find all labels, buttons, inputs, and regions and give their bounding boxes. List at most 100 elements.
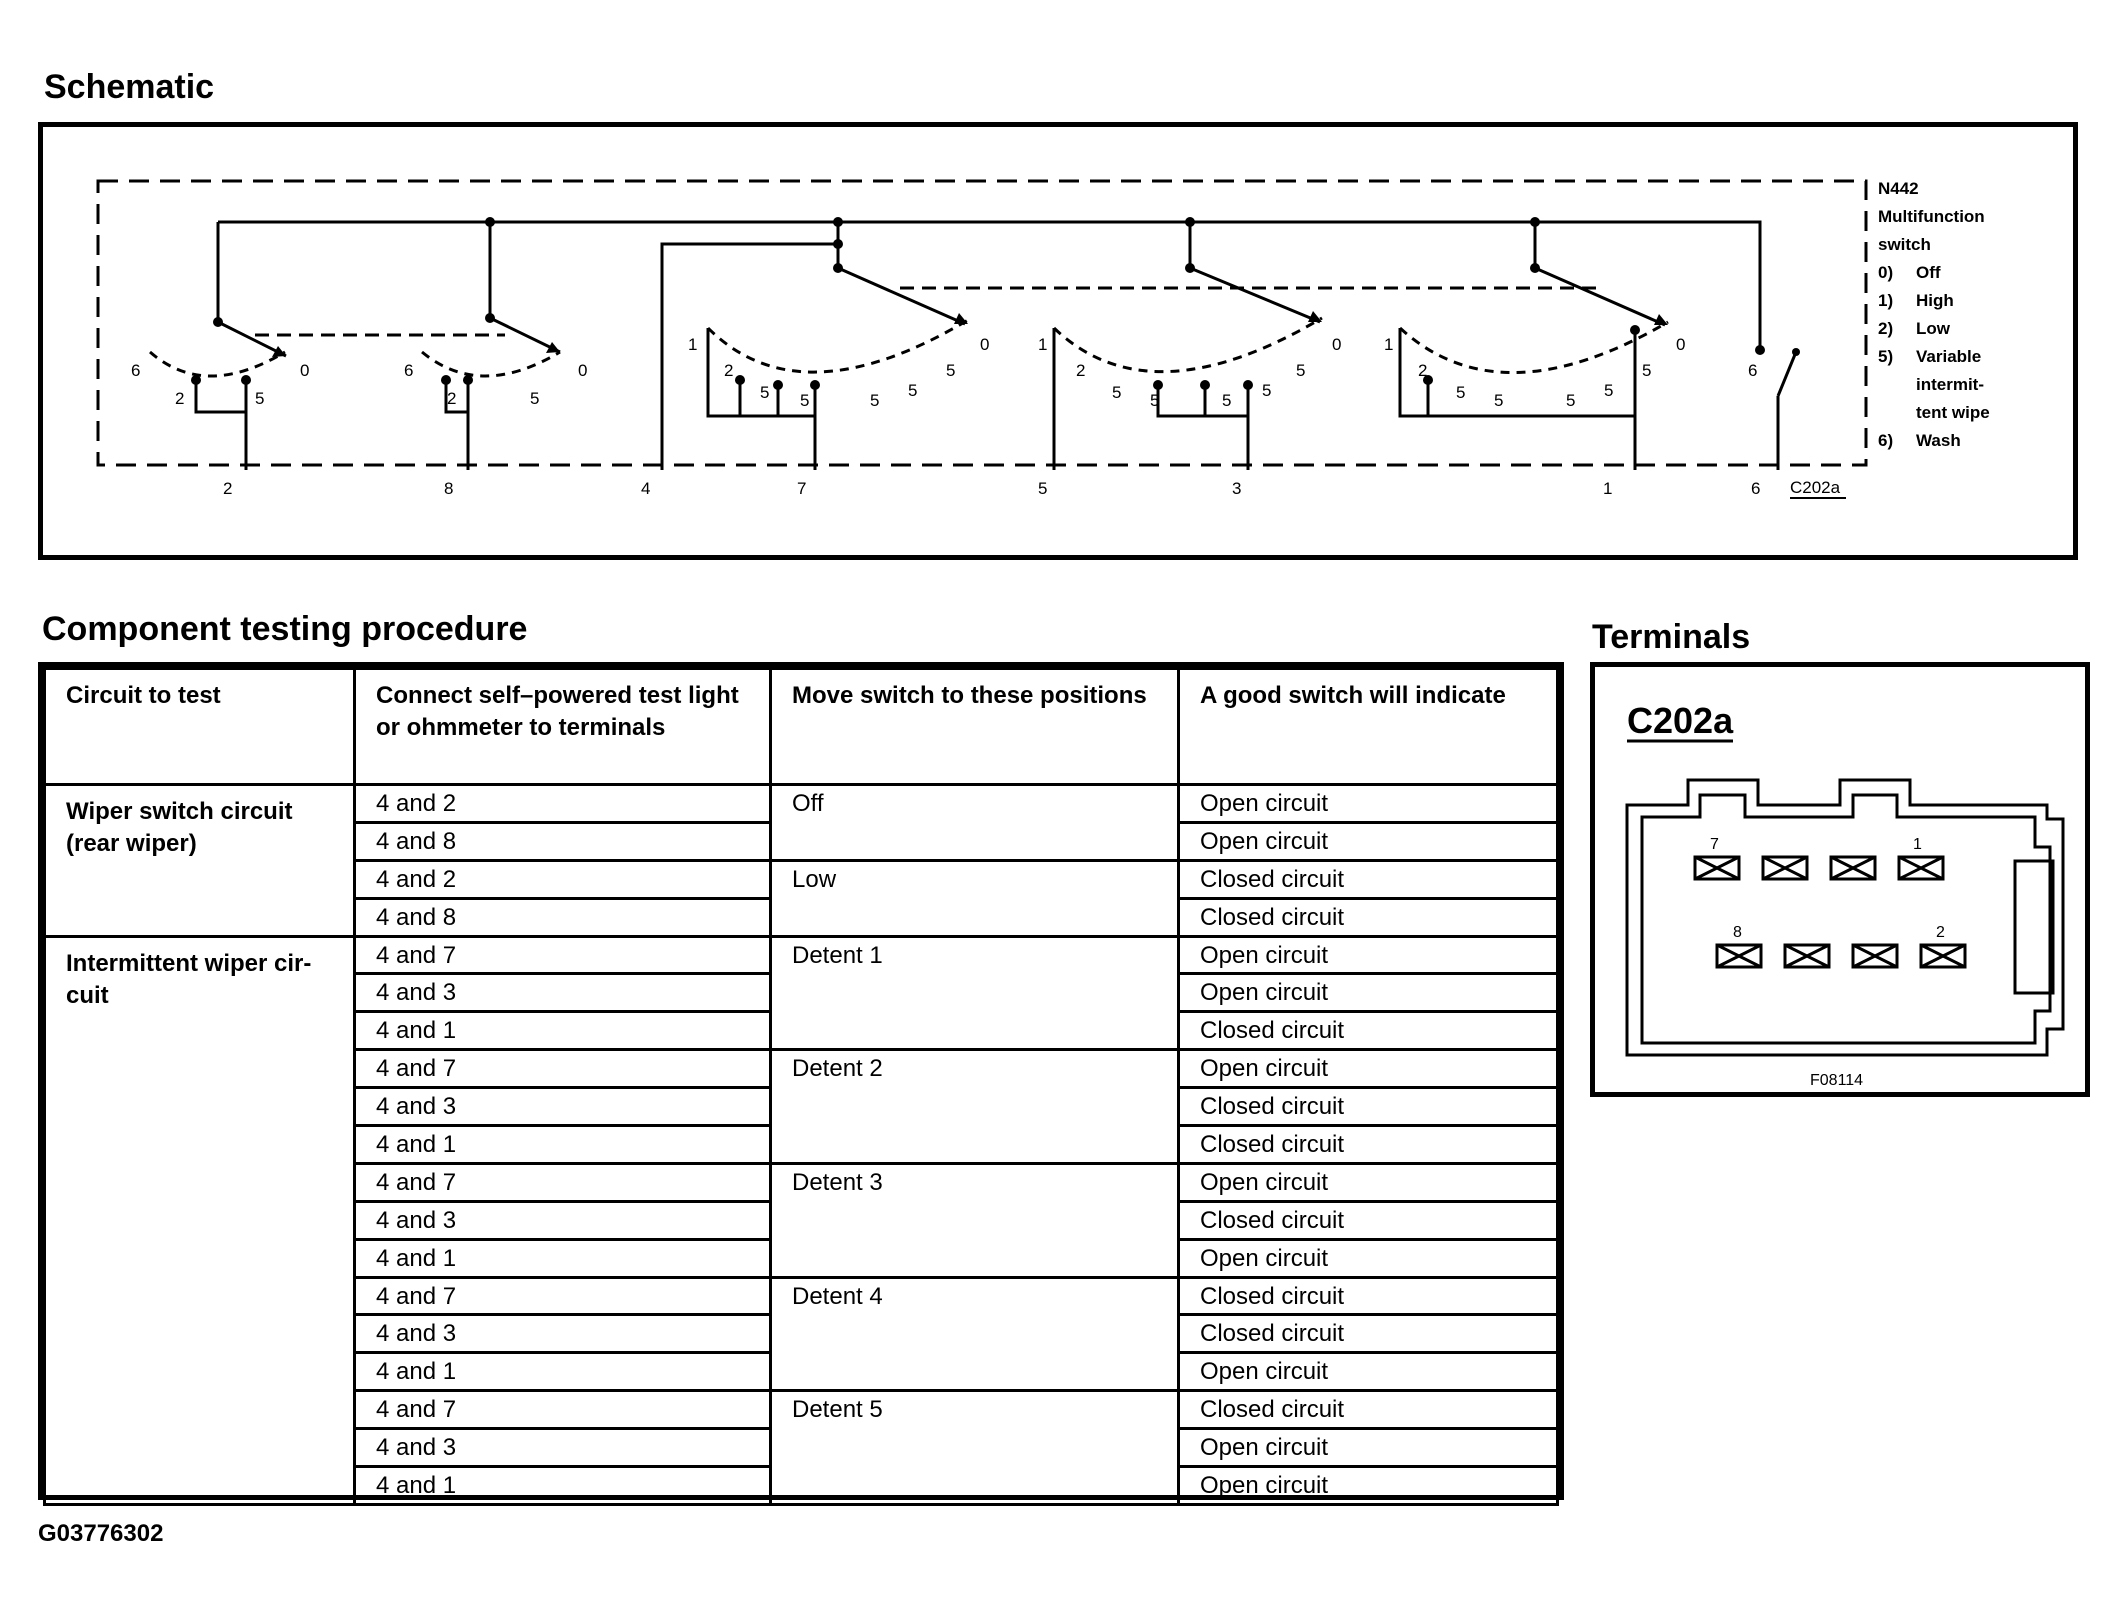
legend-num: 1) <box>1878 291 1893 310</box>
component-boundary <box>96 179 1868 467</box>
svg-text:6: 6 <box>131 361 140 380</box>
legend-num: 5) <box>1878 347 1893 366</box>
legend-text: High <box>1916 291 1954 310</box>
header-positions: Move switch to these positions <box>769 667 1180 786</box>
svg-text:5: 5 <box>1150 391 1159 410</box>
pin-label: 6 <box>1751 479 1760 498</box>
pin-label: 2 <box>223 479 232 498</box>
svg-text:5: 5 <box>1642 361 1651 380</box>
testing-heading: Component testing procedure <box>42 610 528 648</box>
common-bus <box>218 220 1762 350</box>
figure-code: G03776302 <box>38 1520 164 1547</box>
svg-text:2: 2 <box>175 389 184 408</box>
svg-text:5: 5 <box>1494 391 1503 410</box>
terminals-cell: 4 and 3 <box>353 1199 772 1241</box>
result-cell: Open circuit <box>1177 1465 1559 1506</box>
svg-text:1: 1 <box>1038 335 1047 354</box>
pin-4-feed <box>660 242 838 470</box>
terminals-cell: 4 and 2 <box>353 858 772 900</box>
terminals-cell: 4 and 2 <box>353 783 772 824</box>
position-cell: Detent 1 <box>769 934 1180 1052</box>
connector-figure-code: F08114 <box>1810 1072 1863 1089</box>
table-row: 4 and 8 Closed circuit <box>45 896 1559 938</box>
circuit-cell: Wiper switch circuit (rear wiper) <box>43 783 356 938</box>
circuit-cell: Intermittent wiper cir- cuit <box>43 934 356 1506</box>
legend-text: intermit- <box>1916 375 1984 394</box>
result-cell: Closed circuit <box>1177 1086 1559 1128</box>
pin-2-label: 2 <box>1936 924 1945 941</box>
svg-text:0: 0 <box>578 361 587 380</box>
schematic-heading: Schematic <box>44 68 215 106</box>
testing-table: Circuit to test Connect self–powered tes… <box>43 667 1559 1506</box>
result-cell: Closed circuit <box>1177 896 1559 938</box>
pin-label: 5 <box>1038 479 1047 498</box>
svg-text:0: 0 <box>980 335 989 354</box>
svg-text:0: 0 <box>1332 335 1341 354</box>
svg-text:5: 5 <box>530 389 539 408</box>
svg-text:5: 5 <box>1222 391 1231 410</box>
svg-text:5: 5 <box>800 391 809 410</box>
terminals-cell: 4 and 3 <box>353 972 772 1014</box>
result-cell: Closed circuit <box>1177 1275 1559 1317</box>
position-cell: Detent 5 <box>769 1389 1180 1506</box>
result-cell: Open circuit <box>1177 820 1559 862</box>
terminals-cell: 4 and 7 <box>353 1389 772 1431</box>
terminals-cell: 4 and 7 <box>353 934 772 976</box>
svg-text:5: 5 <box>1112 383 1121 402</box>
pin-label: 8 <box>444 479 453 498</box>
svg-text:2: 2 <box>1418 361 1427 380</box>
pin-7-label: 7 <box>1710 836 1719 853</box>
svg-text:6: 6 <box>1748 361 1757 380</box>
testing-table-wrap: Circuit to test Connect self–powered tes… <box>38 662 1564 1506</box>
header-terminals: Connect self–powered test light or ohmme… <box>353 667 772 786</box>
result-cell: Open circuit <box>1177 1048 1559 1090</box>
terminals-cell: 4 and 3 <box>353 1086 772 1128</box>
svg-text:5: 5 <box>946 361 955 380</box>
svg-text:1: 1 <box>1384 335 1393 354</box>
header-result: A good switch will indicate <box>1177 667 1559 786</box>
table-row: 4 and 1 Open circuit <box>45 1465 1559 1506</box>
svg-text:6: 6 <box>404 361 413 380</box>
svg-text:5: 5 <box>760 383 769 402</box>
svg-text:5: 5 <box>1604 381 1613 400</box>
pin-label: 1 <box>1603 479 1612 498</box>
legend-num: 2) <box>1878 319 1893 338</box>
pin-label: 7 <box>797 479 806 498</box>
svg-text:0: 0 <box>1676 335 1685 354</box>
terminals-cell: 4 and 1 <box>353 1465 772 1506</box>
result-cell: Open circuit <box>1177 783 1559 824</box>
legend-text: Off <box>1916 263 1941 282</box>
legend-text: tent wipe <box>1916 403 1990 422</box>
terminals-cell: 4 and 1 <box>353 1351 772 1393</box>
connector-diagram: C202a 7 1 8 2 F08114 <box>1625 700 2065 1089</box>
result-cell: Closed circuit <box>1177 1199 1559 1241</box>
svg-text:2: 2 <box>447 389 456 408</box>
legend-num: 6) <box>1878 431 1893 450</box>
svg-text:5: 5 <box>255 389 264 408</box>
terminals-cell: 4 and 7 <box>353 1161 772 1203</box>
terminals-cell: 4 and 8 <box>353 896 772 938</box>
pin-8-label: 8 <box>1733 924 1742 941</box>
terminals-cell: 4 and 3 <box>353 1313 772 1355</box>
svg-text:1: 1 <box>688 335 697 354</box>
svg-text:2: 2 <box>724 361 733 380</box>
svg-text:5: 5 <box>1296 361 1305 380</box>
position-cell: Detent 3 <box>769 1161 1180 1279</box>
result-cell: Closed circuit <box>1177 1124 1559 1165</box>
terminals-cell: 4 and 3 <box>353 1427 772 1469</box>
position-cell: Off <box>769 783 1180 862</box>
table-row: 4 and 3 Closed circuit <box>45 1086 1559 1128</box>
result-cell: Open circuit <box>1177 1427 1559 1469</box>
position-cell: Low <box>769 858 1180 938</box>
terminals-cell: 4 and 1 <box>353 1237 772 1279</box>
